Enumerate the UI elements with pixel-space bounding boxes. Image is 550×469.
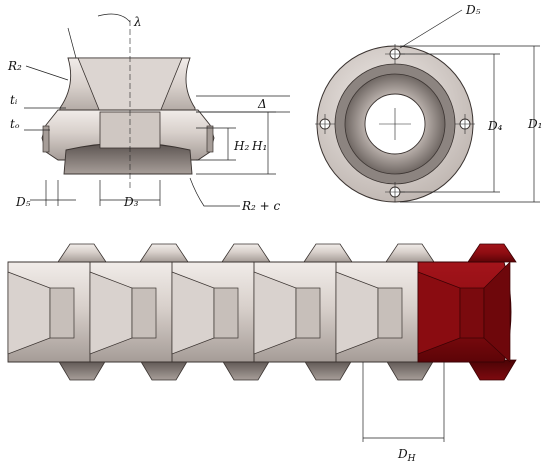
label-ti: tᵢ [10, 93, 18, 107]
sleeve-outer-cone [483, 261, 511, 363]
label-D1: D₁ [527, 117, 542, 131]
label-R2: R₂ [7, 59, 22, 73]
sleeve-top-collar [467, 243, 517, 263]
sleeve-top-collar [303, 243, 353, 263]
sleeve-bottom-collar [57, 359, 107, 381]
label-R2c: R₂ + c [241, 199, 281, 213]
sleeve-throat [377, 287, 403, 339]
label-H1: H₁ [251, 139, 267, 153]
side-view-left-lip [42, 125, 50, 153]
sleeve-throat [213, 287, 239, 339]
label-DH: DH [397, 447, 416, 464]
sleeve-top-collar [221, 243, 271, 263]
sleeve-bottom-collar [385, 359, 435, 381]
label-lambda: λ [133, 15, 142, 29]
label-delta: Δ [257, 97, 267, 111]
sleeve-bottom-collar [139, 359, 189, 381]
label-D5-top: D₅ [465, 3, 481, 17]
sleeve-throat [131, 287, 157, 339]
label-D4: D₄ [487, 119, 503, 133]
stacked-assembly [7, 243, 517, 381]
sleeve-throat [295, 287, 321, 339]
sleeve-bottom-collar [221, 359, 271, 381]
sleeve-unit [7, 243, 107, 381]
sleeve-unit [417, 243, 517, 381]
sleeve-bottom-collar [303, 359, 353, 381]
sleeve-unit [89, 243, 189, 381]
side-view: λ R₂ tᵢ tₒ Δ H₂ H₁ D₅ D₃ R₂ + c [7, 13, 290, 213]
sleeve-bottom-collar [467, 359, 517, 381]
top-view: D₅ D₄ D₁ [315, 3, 542, 203]
sleeve-throat [49, 287, 75, 339]
sleeve-unit [171, 243, 271, 381]
sleeve-unit [253, 243, 353, 381]
label-to: tₒ [10, 117, 20, 131]
side-view-right-lip [206, 125, 214, 153]
sleeve-top-collar [57, 243, 107, 263]
sleeve-throat [459, 287, 485, 339]
label-H2: H₂ [233, 139, 249, 153]
sleeve-top-collar [139, 243, 189, 263]
sleeve-top-collar [385, 243, 435, 263]
label-D5-left: D₅ [15, 195, 31, 209]
label-D3: D₃ [123, 195, 139, 209]
